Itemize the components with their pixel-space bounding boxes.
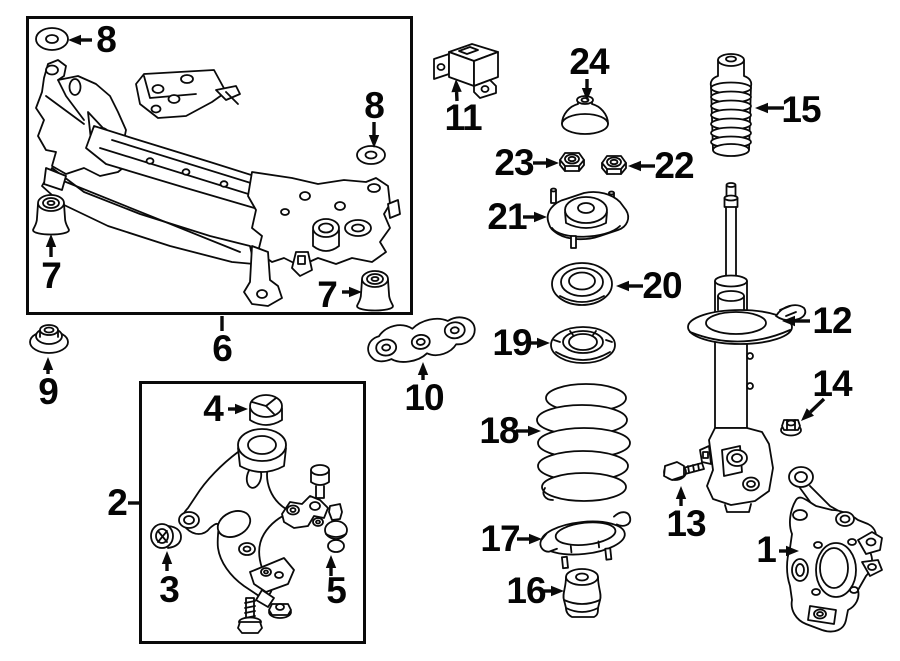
callout-arrowhead [801, 408, 814, 421]
subframe-group-box [26, 16, 413, 315]
arm-bolt-drawing [237, 597, 263, 634]
nut-22-drawing [601, 155, 627, 175]
callout-arrowhead [235, 403, 248, 415]
callout-arrowhead [417, 362, 429, 375]
callout-arrowhead [551, 585, 564, 597]
callout-arrowhead [534, 211, 547, 223]
mounting-bracket-11-drawing [433, 43, 499, 99]
nut-14-drawing [780, 419, 802, 437]
callout-arrowhead [349, 286, 362, 298]
callout-arrowhead [451, 79, 462, 93]
bushing-3-drawing [150, 523, 182, 549]
callout-arrowhead [528, 425, 541, 437]
callout-arrowhead [675, 486, 687, 499]
ball-joint-5-drawing [281, 495, 348, 553]
callout-arrowhead [529, 533, 542, 545]
spring-pad-17-drawing [539, 511, 632, 570]
callout-arrowhead [546, 157, 559, 169]
spring-seat-19-drawing [550, 326, 616, 364]
callout-arrowhead [368, 135, 380, 148]
callout-arrowhead [581, 88, 593, 101]
insulator-24-drawing [561, 95, 609, 135]
washer-8-left-drawing [35, 27, 69, 51]
coil-spring-18-drawing [536, 383, 631, 502]
callout-arrowhead [68, 34, 81, 46]
bearing-20-drawing [551, 262, 613, 306]
callout-arrowhead [537, 337, 550, 349]
nut-23-drawing [559, 152, 585, 172]
control-arm-group-box [139, 381, 366, 644]
knuckle-1-drawing [786, 466, 883, 633]
callout-arrows [42, 34, 826, 597]
callout-leader-line [809, 397, 826, 414]
callout-arrowhead [45, 234, 57, 247]
arm-nut-drawing [268, 603, 292, 619]
callout-arrowhead [782, 315, 795, 327]
control-arm-drawing [150, 394, 348, 634]
bushing-7-left-drawing [32, 194, 70, 236]
dust-boot-15-drawing [709, 53, 753, 157]
crossmember-subframe-drawing [35, 59, 401, 307]
callout-arrowhead [161, 551, 173, 564]
bushing-7-right-drawing [356, 270, 394, 312]
bump-stopper-16-drawing [562, 568, 602, 618]
stay-bracket-10-drawing [367, 316, 476, 363]
callout-arrowhead [42, 357, 54, 370]
callout-arrowhead [325, 555, 337, 568]
callout-arrowhead [628, 160, 641, 172]
strut-12-drawing [687, 182, 807, 513]
callout-arrowhead [616, 280, 629, 292]
washer-8-right-drawing [356, 145, 386, 165]
bushing-4-drawing [249, 394, 283, 426]
callout-arrowhead [755, 102, 768, 114]
stopper-9-drawing [29, 324, 69, 354]
callout-arrowhead [786, 545, 799, 557]
bolt-13-drawing [663, 461, 705, 481]
strut-mount-21-drawing [546, 187, 630, 249]
ball-joint-bolt-drawing [310, 464, 330, 499]
